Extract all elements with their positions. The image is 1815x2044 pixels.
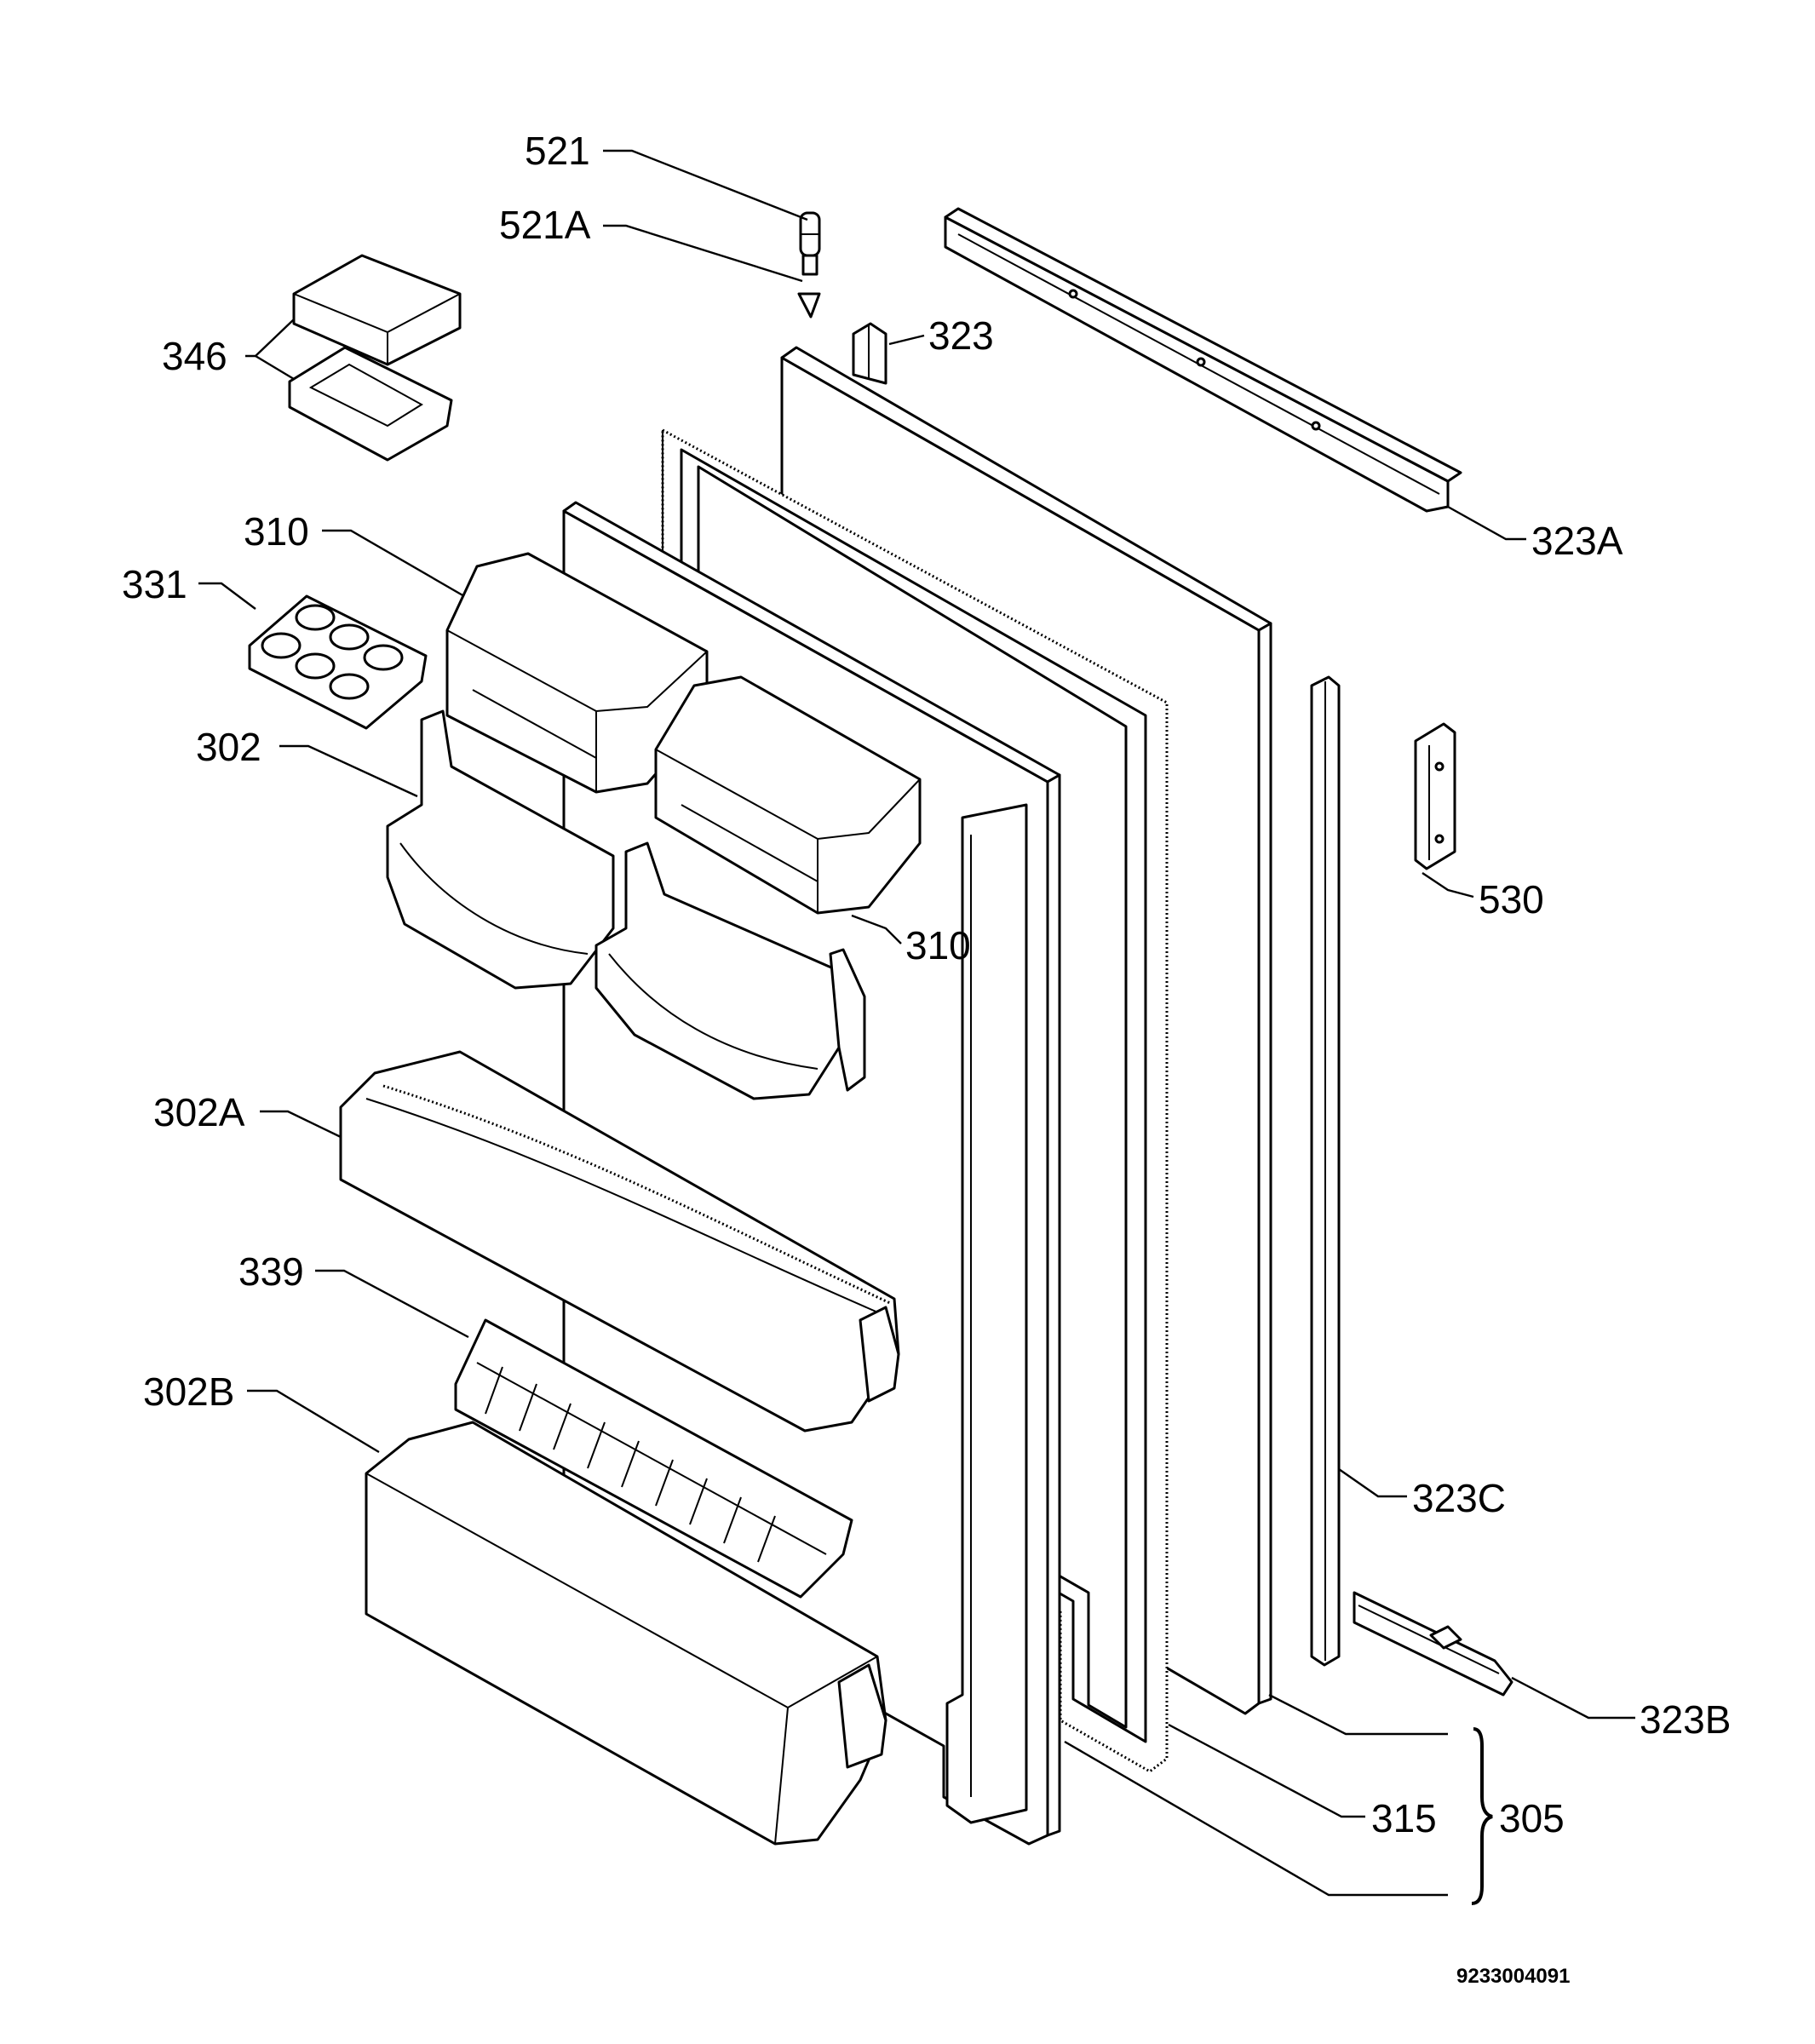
part-labels: 521 521A 323 346 323A 310 331 302 530 31… bbox=[122, 129, 1731, 1988]
label-323C: 323C bbox=[1412, 1476, 1506, 1520]
label-346: 346 bbox=[162, 334, 227, 378]
label-310-top: 310 bbox=[244, 509, 309, 554]
part-339-shelf-insert bbox=[454, 1318, 853, 1599]
part-331-egg-tray bbox=[248, 594, 428, 730]
part-530-bracket bbox=[1414, 722, 1456, 870]
part-323-strip bbox=[852, 322, 887, 385]
label-315: 315 bbox=[1371, 1796, 1437, 1840]
document-number: 9233004091 bbox=[1456, 1965, 1570, 1988]
label-521: 521 bbox=[525, 129, 590, 173]
label-302B: 302B bbox=[143, 1369, 234, 1414]
label-323A: 323A bbox=[1531, 519, 1623, 563]
part-521A-screw bbox=[797, 254, 821, 319]
label-305: 305 bbox=[1499, 1796, 1565, 1840]
label-323B: 323B bbox=[1640, 1697, 1731, 1742]
label-521A: 521A bbox=[499, 203, 591, 247]
leader-lines bbox=[198, 149, 1635, 1905]
part-346-butter-box bbox=[288, 254, 462, 462]
part-323C-profile bbox=[1310, 675, 1341, 1667]
label-302: 302 bbox=[196, 725, 261, 769]
label-302A: 302A bbox=[153, 1090, 245, 1134]
part-521-hinge-pin bbox=[799, 211, 821, 257]
part-323B-hinge-rail bbox=[1353, 1591, 1513, 1697]
part-302B-bottom-shelf bbox=[365, 1421, 887, 1846]
label-530: 530 bbox=[1479, 877, 1544, 922]
label-310-mid: 310 bbox=[905, 923, 971, 967]
part-302A-large-shelf bbox=[339, 1050, 900, 1433]
part-323A-top-rail bbox=[944, 207, 1462, 513]
part-302-small-shelf-left bbox=[386, 709, 615, 990]
label-323: 323 bbox=[928, 313, 994, 358]
label-331: 331 bbox=[122, 562, 187, 606]
label-339: 339 bbox=[238, 1249, 304, 1294]
part-302-small-shelf-right bbox=[594, 841, 866, 1100]
part-310-lower-cover bbox=[654, 675, 922, 915]
